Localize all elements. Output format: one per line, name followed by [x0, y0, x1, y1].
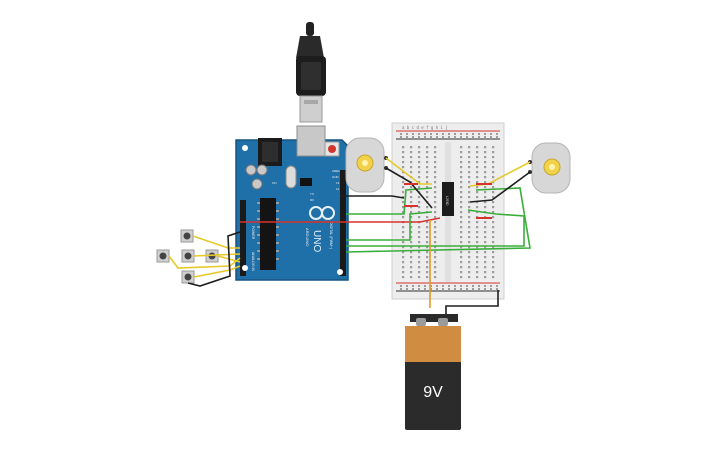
arduino-uno-board[interactable]: UNO ARDUINO DIGITAL (PWM~) POWER ANALOG …: [235, 125, 349, 281]
digital-header-label: DIGITAL (PWM~): [329, 222, 333, 249]
wire-motor1-b: [385, 167, 433, 209]
wire-in1: [346, 187, 433, 215]
pushbutton-icon[interactable]: [180, 229, 194, 243]
wire-gnd: [340, 195, 405, 199]
pin12-label: 12: [336, 187, 340, 191]
on-led-label: ON: [272, 181, 277, 185]
wire-button-center: [193, 253, 241, 257]
wire-in4: [345, 187, 531, 253]
dc-motor-icon[interactable]: [528, 142, 571, 194]
wire-5v: [240, 217, 441, 223]
breadboard-holes: [400, 133, 498, 290]
dc-motor-icon[interactable]: [345, 137, 388, 193]
gnd-label: GND: [332, 175, 340, 179]
board-model-text: UNO: [311, 230, 322, 252]
battery-cap: [405, 326, 461, 362]
pushbutton-icon[interactable]: [181, 270, 195, 284]
wire-button-left: [168, 255, 241, 269]
wire-button-ground: [187, 231, 241, 287]
wire-battery-negative: [445, 290, 499, 318]
pushbutton-icon[interactable]: [181, 249, 195, 263]
aref-label: AREF: [332, 169, 340, 173]
tx-label: TX: [310, 192, 314, 196]
pushbutton-icon[interactable]: [156, 249, 170, 263]
rx-label: RX: [310, 198, 314, 202]
pin13-label: 13: [336, 181, 340, 185]
driver-chip-label: L293D: [445, 196, 449, 206]
usb-cable-icon[interactable]: [296, 22, 326, 123]
wire-motor2-b: [469, 171, 531, 203]
wires: [168, 157, 531, 318]
wire-in2: [346, 211, 433, 241]
wire-motor1-a: [385, 157, 432, 185]
battery-label: 9V: [423, 384, 443, 401]
wire-button-up: [192, 235, 240, 249]
board-logo-text: ARDUINO: [305, 228, 310, 246]
breadboard-column-labels: a b c d e f g h i j: [402, 125, 448, 130]
analog-header-label: ANALOG IN: [251, 252, 255, 272]
battery-icon[interactable]: 9V: [405, 314, 461, 430]
power-header-label: POWER: [251, 226, 255, 240]
motor-driver-chip[interactable]: L293D: [442, 182, 454, 216]
